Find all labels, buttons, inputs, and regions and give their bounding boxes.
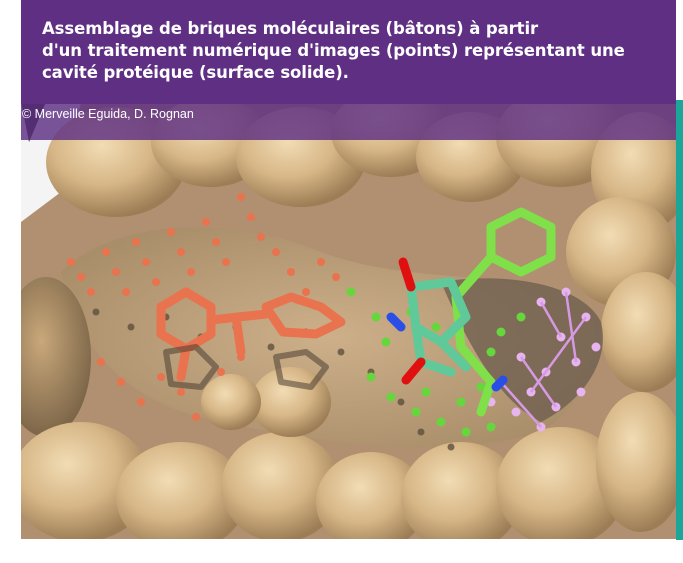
fragment-left-shadow <box>163 344 329 390</box>
violet-links <box>500 291 588 428</box>
points-orange <box>67 193 340 421</box>
heteroatoms <box>386 257 508 392</box>
fragment-center <box>406 277 471 377</box>
accent-edge <box>676 100 683 540</box>
fragment-left <box>156 287 346 382</box>
protein-cavity-image <box>21 102 676 539</box>
surface-bottom <box>21 367 676 539</box>
protein-cavity-illustration <box>21 102 676 539</box>
